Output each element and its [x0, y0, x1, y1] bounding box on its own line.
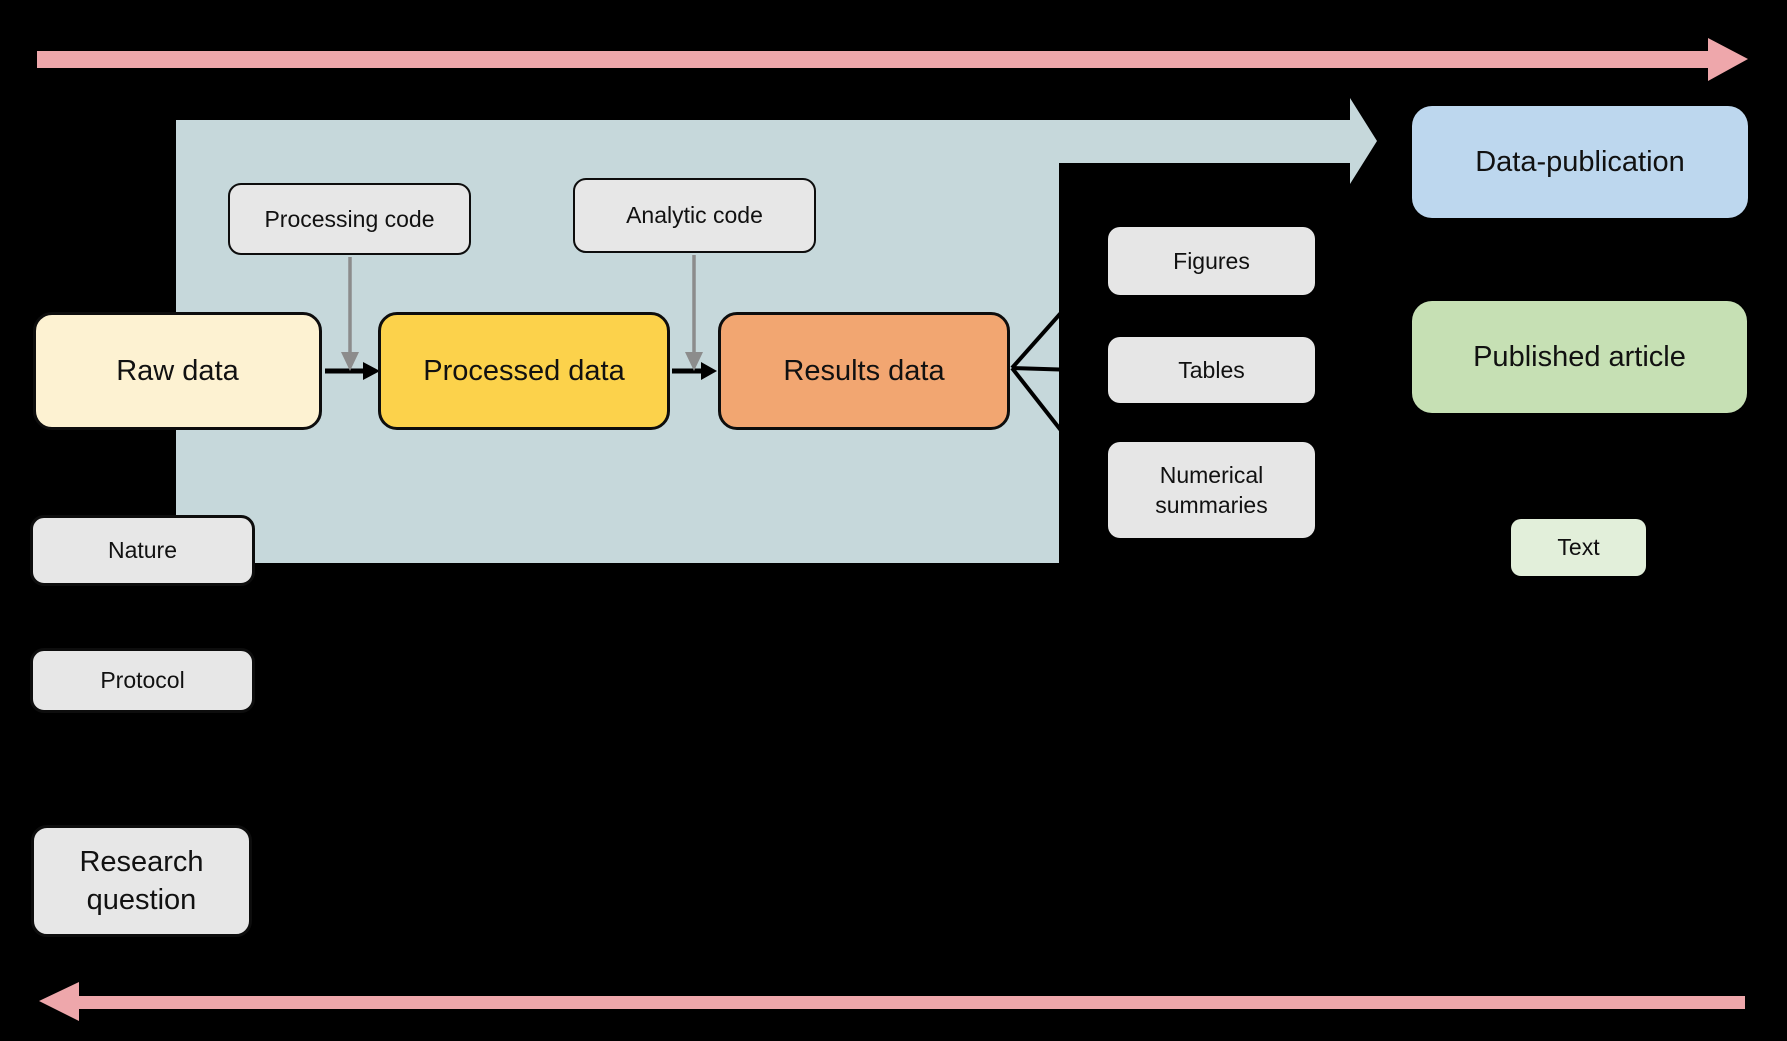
figures-box: Figures [1108, 227, 1315, 295]
figures-label: Figures [1173, 247, 1250, 274]
raw-to-processed-arrow [325, 362, 380, 380]
processed-data-box: Processed data [378, 312, 670, 430]
top-flow-arrow [37, 38, 1748, 81]
tables-box: Tables [1108, 337, 1315, 403]
analytic-code-arrow [685, 255, 703, 371]
published-article-box: Published article [1412, 301, 1747, 413]
raw-data-box: Raw data [33, 312, 322, 430]
research-question-box: Research question [31, 825, 252, 937]
protocol-box: Protocol [30, 648, 255, 713]
data-publication-arrow [1040, 98, 1377, 184]
nature-label: Nature [107, 537, 178, 564]
text-label: Text [1557, 534, 1600, 561]
data-publication-box: Data-publication [1412, 106, 1748, 218]
results-data-label: Results data [783, 354, 945, 387]
processing-code-arrow [341, 257, 359, 371]
text-box: Text [1511, 519, 1646, 576]
published-article-label: Published article [1473, 340, 1686, 373]
protocol-label: Protocol [100, 667, 185, 694]
processed-to-results-arrow [672, 362, 717, 380]
nature-box: Nature [30, 515, 255, 586]
processing-code-label: Processing code [264, 205, 435, 232]
results-fanout-lines [1010, 259, 1109, 491]
processing-code-box: Processing code [228, 183, 471, 255]
results-data-box: Results data [718, 312, 1010, 430]
analytic-code-box: Analytic code [573, 178, 816, 253]
data-publication-label: Data-publication [1475, 145, 1685, 178]
numerical-summaries-box: Numerical summaries [1108, 442, 1315, 538]
research-question-label: Research question [79, 845, 204, 916]
tables-label: Tables [1178, 356, 1245, 383]
processed-data-label: Processed data [423, 354, 625, 387]
numerical-summaries-label: Numerical summaries [1155, 461, 1268, 518]
analytic-code-label: Analytic code [626, 202, 763, 229]
bottom-flow-arrow [39, 982, 1745, 1021]
raw-data-label: Raw data [116, 354, 239, 387]
